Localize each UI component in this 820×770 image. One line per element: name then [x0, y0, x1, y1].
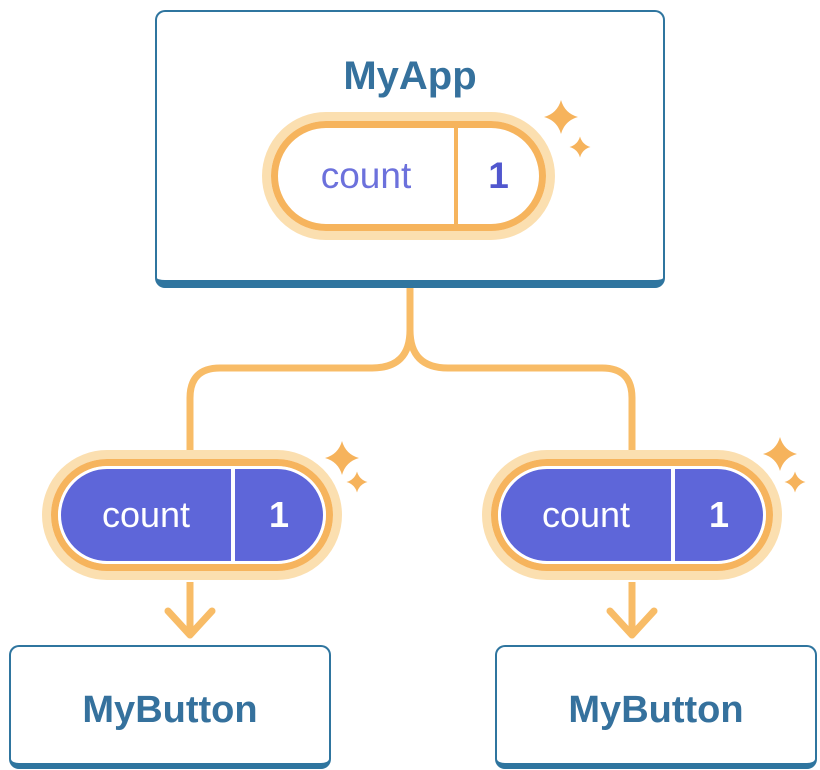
pill-divider	[671, 469, 675, 561]
state-name: count	[320, 155, 412, 196]
arrow-down-icon	[164, 582, 216, 639]
sparkle-icon	[325, 441, 359, 475]
sparkle-icon	[569, 136, 591, 158]
arrow-down-icon	[606, 582, 658, 639]
connector-right	[406, 288, 636, 452]
mybutton-component-card-right: MyButton	[495, 645, 817, 769]
mybutton-title: MyButton	[82, 689, 258, 731]
prop-value: 1	[708, 494, 730, 535]
prop-name: count	[541, 494, 631, 535]
pill-divider	[231, 469, 235, 561]
sparkle-icon	[763, 437, 797, 471]
sparkle-icon	[784, 471, 806, 493]
mybutton-component-card-left: MyButton	[9, 645, 331, 769]
mybutton-title: MyButton	[568, 689, 744, 731]
connector-left	[186, 288, 414, 452]
prop-pill-right: count 1	[482, 450, 782, 580]
state-value: 1	[488, 155, 509, 196]
prop-name: count	[101, 494, 191, 535]
prop-pill-left: count 1	[42, 450, 342, 580]
prop-value: 1	[268, 494, 290, 535]
sparkle-icon	[544, 100, 578, 134]
state-pill: count 1	[262, 112, 555, 240]
myapp-title: MyApp	[343, 54, 477, 98]
pill-divider	[454, 128, 458, 224]
sparkle-icon	[346, 471, 368, 493]
